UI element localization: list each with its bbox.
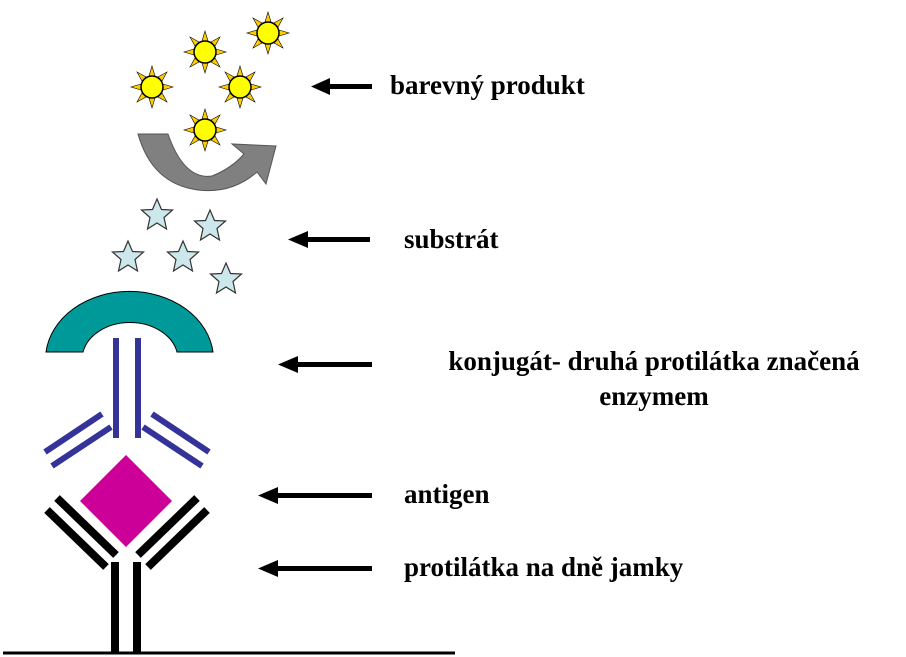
arrow-left-icon bbox=[258, 487, 372, 504]
sun-icon bbox=[184, 31, 226, 73]
colored-product-label: barevný produkt bbox=[390, 72, 585, 99]
arrow-left-icon bbox=[278, 356, 372, 373]
conjugate-label: konjugát- druhá protilátka značená enzym… bbox=[404, 348, 904, 410]
arrow-left-icon bbox=[288, 231, 370, 248]
star-icon bbox=[142, 199, 173, 229]
star-icon bbox=[211, 263, 242, 293]
sun-icon bbox=[131, 66, 173, 108]
conjugate-label-line1: konjugát- druhá protilátka značená bbox=[404, 348, 904, 375]
substrate-group bbox=[113, 199, 242, 293]
enzyme-shape bbox=[46, 291, 213, 352]
arrow-left-icon bbox=[311, 78, 372, 95]
antigen-label: antigen bbox=[404, 481, 490, 508]
conjugate-label-line2: enzymem bbox=[404, 383, 904, 410]
star-icon bbox=[113, 241, 144, 271]
colored-product-group bbox=[131, 12, 289, 151]
star-icon bbox=[195, 210, 226, 240]
substrate-label: substrát bbox=[404, 226, 499, 253]
star-icon bbox=[168, 241, 199, 271]
sun-icon bbox=[184, 109, 226, 151]
capture-antibody-label: protilátka na dně jamky bbox=[404, 554, 683, 581]
arrow-left-icon bbox=[258, 560, 372, 577]
secondary-antibody bbox=[45, 338, 209, 466]
sun-icon bbox=[247, 12, 289, 54]
sun-icon bbox=[219, 66, 261, 108]
pointer-arrows bbox=[258, 78, 372, 577]
